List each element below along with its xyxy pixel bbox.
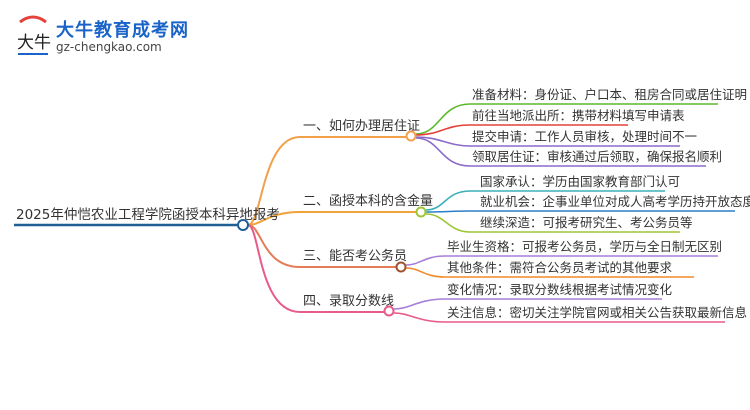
edge-b1-leaf-4 bbox=[415, 137, 706, 167]
edge-b1-leaf-1 bbox=[415, 103, 718, 135]
b2-leaf-3-label: 继续深造：可报考研究生、考公务员等 bbox=[480, 215, 693, 230]
edge-b2-leaf-1 bbox=[425, 190, 665, 211]
edge-b2-leaf-3 bbox=[425, 213, 680, 233]
root-label: 2025年仲恺农业工程学院函授本科异地报考 bbox=[16, 207, 280, 223]
logo-mark-icon: 大牛 bbox=[17, 15, 51, 55]
b1-leaf-1-label: 准备材料：身份证、户口本、租房合同或居住证明 bbox=[472, 87, 748, 102]
b3-leaf-2-label: 其他条件：需符合公务员考试的其他要求 bbox=[447, 260, 673, 275]
logo-url: gz-chengkao.com bbox=[56, 40, 162, 54]
branch-4-label: 四、录取分数线 bbox=[303, 294, 395, 309]
site-logo: 大牛 大牛教育成考网 gz-chengkao.com bbox=[10, 14, 220, 58]
b1-leaf-4-label: 领取居住证：审核通过后领取，确保报名顺利 bbox=[472, 149, 723, 164]
edge-root-branch-1 bbox=[247, 136, 410, 226]
logo-title: 大牛教育成考网 bbox=[56, 20, 189, 41]
edge-root-branch-4 bbox=[247, 224, 388, 313]
edge-b2-leaf-2 bbox=[425, 210, 735, 213]
edge-b3-leaf-2 bbox=[405, 267, 694, 278]
b2-leaf-2-label: 就业机会：企事业单位对成人高考学历持开放态度 bbox=[480, 194, 750, 209]
b1-leaf-2-label: 前往当地派出所：携带材料填写申请表 bbox=[472, 108, 685, 123]
branch-2-node bbox=[415, 206, 427, 218]
edge-root-branch-2 bbox=[247, 211, 420, 226]
edge-root-branch-3 bbox=[247, 224, 400, 268]
b3-leaf-1-label: 毕业生资格：可报考公务员，学历与全日制无区别 bbox=[447, 239, 723, 254]
b1-leaf-3-label: 提交申请：工作人员审核，处理时间不一 bbox=[472, 129, 698, 144]
edge-b4-leaf-1 bbox=[393, 298, 662, 310]
branch-3-label: 三、能否考公务员 bbox=[303, 249, 408, 264]
branch-1-node bbox=[405, 130, 417, 142]
b4-leaf-2-label: 关注信息：密切关注学院官网或相关公告获取最新信息 bbox=[447, 305, 748, 320]
b2-leaf-1-label: 国家承认：学历由国家教育部门认可 bbox=[480, 174, 681, 189]
edge-b3-leaf-1 bbox=[405, 255, 718, 266]
branch-1-label: 一、如何办理居住证 bbox=[303, 119, 421, 134]
branch-2-label: 二、函授本科的含金量 bbox=[303, 194, 434, 209]
b4-leaf-1-label: 变化情况：录取分数线根据考试情况变化 bbox=[447, 282, 673, 297]
root-node bbox=[237, 219, 249, 231]
branch-3-node bbox=[395, 261, 407, 273]
edge-b1-leaf-3 bbox=[415, 136, 680, 147]
branch-4-node bbox=[383, 305, 395, 317]
edge-b1-leaf-2 bbox=[415, 124, 628, 136]
edge-b4-leaf-2 bbox=[393, 312, 725, 323]
logo-mark-text: 大牛 bbox=[17, 33, 51, 53]
